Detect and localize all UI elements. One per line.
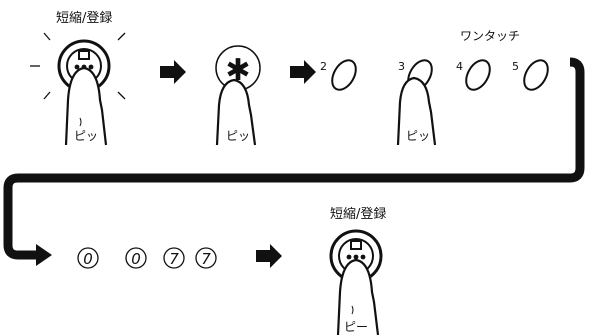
right-arrow-icon (160, 60, 186, 84)
one-touch-number: 4 (456, 60, 463, 73)
one-touch-key-icon (523, 59, 549, 91)
digit-key-label: 7 (201, 250, 211, 268)
one-touch-key-icon (331, 59, 357, 91)
step-2-star-press: ✱ ピッ (215, 45, 261, 146)
digit-key-label: 0 (131, 250, 141, 268)
finger-press-icon (215, 78, 257, 146)
button-label-top: 短縮/登録 (56, 10, 112, 26)
finger-press-icon (396, 76, 437, 146)
right-arrow-icon (256, 244, 282, 268)
one-touch-number: 3 (398, 60, 405, 73)
one-touch-label: ワンタッチ (460, 29, 520, 43)
beep-label-long: ピー (344, 320, 368, 334)
step-4-digit-keys: 0 0 7 7 (77, 247, 217, 269)
right-arrow-icon (290, 60, 316, 84)
button-label-bottom: 短縮/登録 (330, 206, 386, 222)
beep-label-3: ピッ (406, 129, 430, 143)
press-glow-icon (30, 32, 126, 100)
step-3-one-touch-keys: ワンタッチ 2 3 ピッ 4 5 (320, 29, 549, 146)
beep-label-1: ピッ (74, 129, 98, 143)
digit-key-icon (77, 247, 99, 269)
digit-key-icon (163, 247, 185, 269)
beep-label-2: ピッ (226, 129, 250, 143)
finger-press-icon (64, 66, 108, 146)
digit-key-label: 7 (169, 250, 179, 268)
one-touch-number: 2 (320, 60, 327, 73)
step-1-speed-dial-press: 短縮/登録 ピッ (30, 10, 126, 146)
digit-key-icon (195, 247, 217, 269)
digit-key-icon (125, 247, 147, 269)
step-5-speed-dial-press: 短縮/登録 ピー (329, 206, 386, 335)
one-touch-key-icon (465, 59, 491, 91)
wrap-connector-arrow-icon (3, 57, 585, 266)
digit-key-label: 0 (83, 250, 93, 268)
finger-press-icon (336, 258, 380, 335)
one-touch-number: 5 (512, 60, 519, 73)
